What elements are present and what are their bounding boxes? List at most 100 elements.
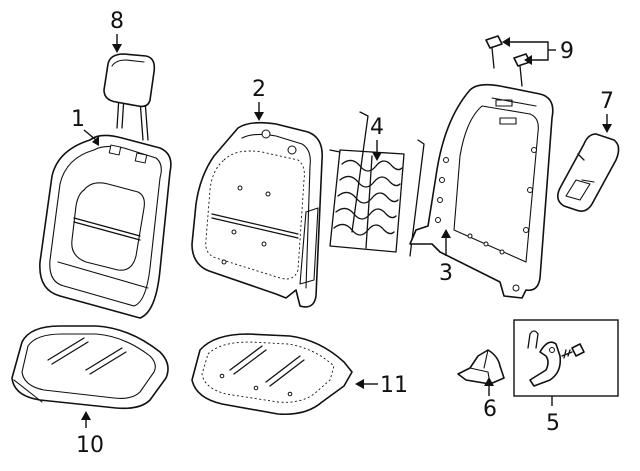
callout-11: 11 <box>380 373 408 398</box>
seat-back-pad-channel-2 <box>211 217 299 239</box>
seat-back-pad-pin-2 <box>265 191 271 197</box>
frame-hole-5 <box>531 147 537 153</box>
callout-7: 7 <box>600 89 614 114</box>
arrow-8 <box>112 44 122 53</box>
callout-1: 1 <box>71 107 85 132</box>
frame-hole-8 <box>467 233 473 239</box>
arrow-11 <box>355 379 364 389</box>
seat-back-guide-right <box>134 152 148 164</box>
callout-10: 10 <box>76 433 104 458</box>
seat-cushion-pad-pin-1 <box>219 373 225 379</box>
seat-back-cover-seam-1 <box>73 217 141 237</box>
seat-cushion-cover-seam-4 <box>89 351 127 375</box>
headrest-guides <box>485 35 531 87</box>
seat-back-pad-stitch <box>205 150 305 280</box>
frame-mount-hole <box>512 284 520 292</box>
spring-mat-hook-right <box>409 139 425 257</box>
spring-mat-hook-left <box>351 111 369 233</box>
callout-2: 2 <box>252 77 266 102</box>
spring-zigzag-4 <box>335 207 397 220</box>
side-trim-switch-line <box>581 179 595 183</box>
kit-screw-head <box>571 343 585 357</box>
seat-back-pad-inner-edge <box>241 133 311 289</box>
seat-back-guide-left <box>108 144 122 156</box>
callout-5: 5 <box>546 411 560 436</box>
seat-cushion-cover <box>11 325 169 410</box>
arrow-2 <box>254 112 264 121</box>
spring-mat <box>329 111 425 257</box>
spring-mat-tab <box>329 149 341 153</box>
frame-hole-6 <box>527 187 533 193</box>
side-trim-switch <box>565 179 591 201</box>
kit-screw-thread <box>561 349 573 359</box>
spring-zigzag-5 <box>333 223 395 236</box>
guide-upper-shaft <box>491 47 495 69</box>
guide-lower-shaft <box>519 65 523 87</box>
seat-back-cover-seam-2 <box>73 221 141 241</box>
headrest <box>103 53 156 141</box>
callout-3: 3 <box>439 261 453 286</box>
seat-cushion-pad-channel-3 <box>265 355 301 383</box>
seat-back-frame-opening <box>453 105 539 263</box>
seat-cushion-pad <box>191 333 353 416</box>
frame-hole-1 <box>443 157 449 163</box>
kit-strap-hole <box>549 347 555 353</box>
arrow-7 <box>602 124 612 133</box>
seat-cushion-cover-inner <box>21 333 156 399</box>
frame-hole-2 <box>439 177 445 183</box>
seat-back-pad-hole-1 <box>261 129 271 139</box>
seat-back-pad-pin-1 <box>237 185 243 191</box>
seat-back-pad-pin-5 <box>221 259 227 265</box>
arrow-1 <box>92 136 99 146</box>
arrow-4 <box>372 152 382 161</box>
side-trim-panel <box>556 133 620 212</box>
seat-cushion-pad-pin-2 <box>253 385 259 391</box>
spring-zigzag-2 <box>339 175 401 188</box>
seat-back-frame-slot-2 <box>499 117 517 125</box>
seat-back-pad-channel-1 <box>211 213 299 235</box>
seat-back-pad-outline <box>191 121 324 308</box>
seat-cushion-pad-channel-2 <box>233 349 267 375</box>
seat-back-pad-pin-4 <box>261 241 267 247</box>
spring-zigzag-1 <box>341 159 403 172</box>
trim-bracket <box>457 349 505 385</box>
spring-mat-frame <box>329 149 405 253</box>
frame-hole-3 <box>437 197 443 203</box>
seat-cushion-cover-seam-2 <box>51 341 89 365</box>
callout-labels: 8 1 2 4 3 9 7 10 11 6 5 <box>71 9 614 458</box>
seat-back-cover <box>39 134 172 319</box>
seat-back-pad <box>191 121 324 308</box>
trim-bracket-outline <box>457 349 505 385</box>
seat-back-pad-hole-2 <box>287 145 297 155</box>
arrow-6 <box>484 377 494 386</box>
arrow-3 <box>441 229 451 238</box>
seat-cushion-pad-outline <box>191 333 353 416</box>
seat-back-pad-pin-3 <box>231 229 237 235</box>
side-trim-clip <box>577 153 585 161</box>
callout-8: 8 <box>110 9 124 34</box>
headrest-seam <box>111 59 145 67</box>
callout-9: 9 <box>560 39 574 64</box>
frame-hole-4 <box>435 217 441 223</box>
leader-9 <box>508 41 549 61</box>
frame-hole-7 <box>523 227 529 233</box>
arrow-10 <box>81 411 91 420</box>
seat-cushion-cover-seam-1 <box>47 337 85 361</box>
frame-hole-9 <box>483 241 489 247</box>
trim-bracket-rib <box>483 349 489 369</box>
seat-back-cover-panel <box>71 182 145 271</box>
guide-upper-head <box>485 35 503 49</box>
seat-back-frame <box>409 83 554 299</box>
leader-1 <box>83 129 97 141</box>
headrest-cushion <box>103 53 156 108</box>
spring-zigzag-3 <box>337 191 399 204</box>
seat-back-cover-inner <box>49 145 162 307</box>
side-trim-panel-outline <box>556 133 620 212</box>
hardware-kit-box <box>513 319 619 397</box>
arrow-9-lower <box>524 55 532 65</box>
seat-back-cover-seam-3 <box>57 261 149 289</box>
leader-lines <box>81 34 612 428</box>
seat-cushion-cover-seam-3 <box>85 347 123 371</box>
